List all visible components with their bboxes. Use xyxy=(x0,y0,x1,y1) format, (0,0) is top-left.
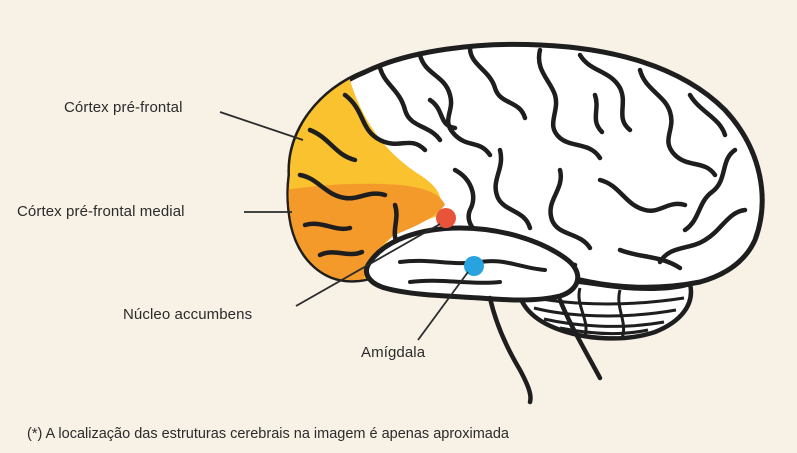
label-medial-prefrontal-cortex: Córtex pré-frontal medial xyxy=(17,203,185,221)
label-amygdala: Amígdala xyxy=(361,344,425,362)
leader-prefrontal xyxy=(220,112,303,140)
label-nucleus-accumbens: Núcleo accumbens xyxy=(123,306,252,324)
footnote: (*) A localização das estruturas cerebra… xyxy=(27,425,509,443)
brainstem xyxy=(490,298,531,402)
label-prefrontal-cortex: Córtex pré-frontal xyxy=(64,99,183,117)
